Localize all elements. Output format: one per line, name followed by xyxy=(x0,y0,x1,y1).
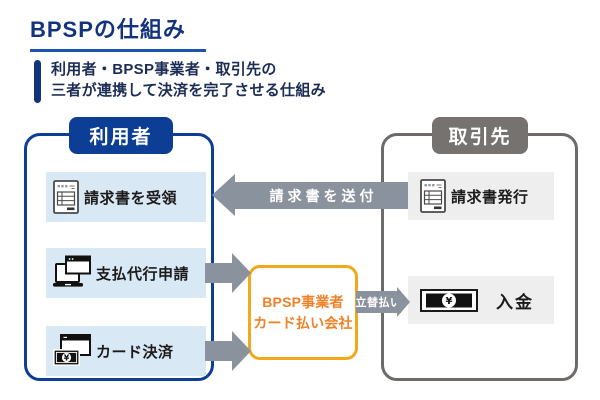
item-label: 請求書発行 xyxy=(451,188,529,206)
bpsp-line-1: BPSP事業者 xyxy=(262,293,344,310)
yen-symbol: ¥ xyxy=(446,296,453,307)
bpsp-operator-box: BPSP事業者 カード払い会社 xyxy=(248,265,358,360)
item-label: 支払代行申請 xyxy=(96,265,190,283)
card-payment-arrow xyxy=(205,331,251,371)
subtitle: 利用者・BPSP事業者・取引先の 三者が連携して決済を完了させる仕組み xyxy=(34,59,326,103)
card-payment-icon: ¥ xyxy=(53,334,91,366)
send-invoice-arrow-label: 請求書を送付 xyxy=(235,182,408,209)
arrow-left-head xyxy=(212,174,235,216)
item-invoice-received: 請求書を受領 xyxy=(46,172,206,222)
laptop-browser-icon xyxy=(53,255,91,287)
item-label: 入金 xyxy=(496,292,534,312)
arrow-right-head xyxy=(232,253,251,293)
banknote-icon: ¥ xyxy=(420,288,478,312)
arrow-right-head xyxy=(397,287,410,317)
arrow-right-head xyxy=(232,331,251,371)
yen-symbol: ¥ xyxy=(64,354,70,363)
invoice-icon xyxy=(53,180,79,214)
send-invoice-arrow: 請求書を送付 xyxy=(212,174,408,217)
subtitle-line-1: 利用者・BPSP事業者・取引先の xyxy=(51,61,277,78)
partner-box-label: 取引先 xyxy=(432,117,528,154)
subtitle-line-2: 三者が連携して決済を完了させる仕組み xyxy=(51,82,326,99)
page-title: BPSPの仕組み xyxy=(30,12,206,52)
payment-request-arrow xyxy=(205,253,251,293)
subtitle-accent-bar xyxy=(34,60,41,103)
user-box-label: 利用者 xyxy=(69,117,173,154)
invoice-icon xyxy=(420,179,446,213)
item-deposit: ¥ 入金 xyxy=(408,276,554,324)
subtitle-text: 利用者・BPSP事業者・取引先の 三者が連携して決済を完了させる仕組み xyxy=(51,59,326,103)
advance-payment-arrow-label: 立替払い xyxy=(356,291,401,313)
item-label: 請求書を受領 xyxy=(84,189,178,207)
item-payment-agency-request: 支払代行申請 xyxy=(46,248,206,298)
item-label: カード決済 xyxy=(96,343,174,361)
partner-box xyxy=(381,133,578,381)
item-card-payment: ¥ カード決済 xyxy=(46,326,206,376)
item-invoice-issue: 請求書発行 xyxy=(408,172,554,220)
advance-payment-arrow: 立替払い xyxy=(356,287,410,317)
bpsp-line-2: カード払い会社 xyxy=(253,314,353,331)
